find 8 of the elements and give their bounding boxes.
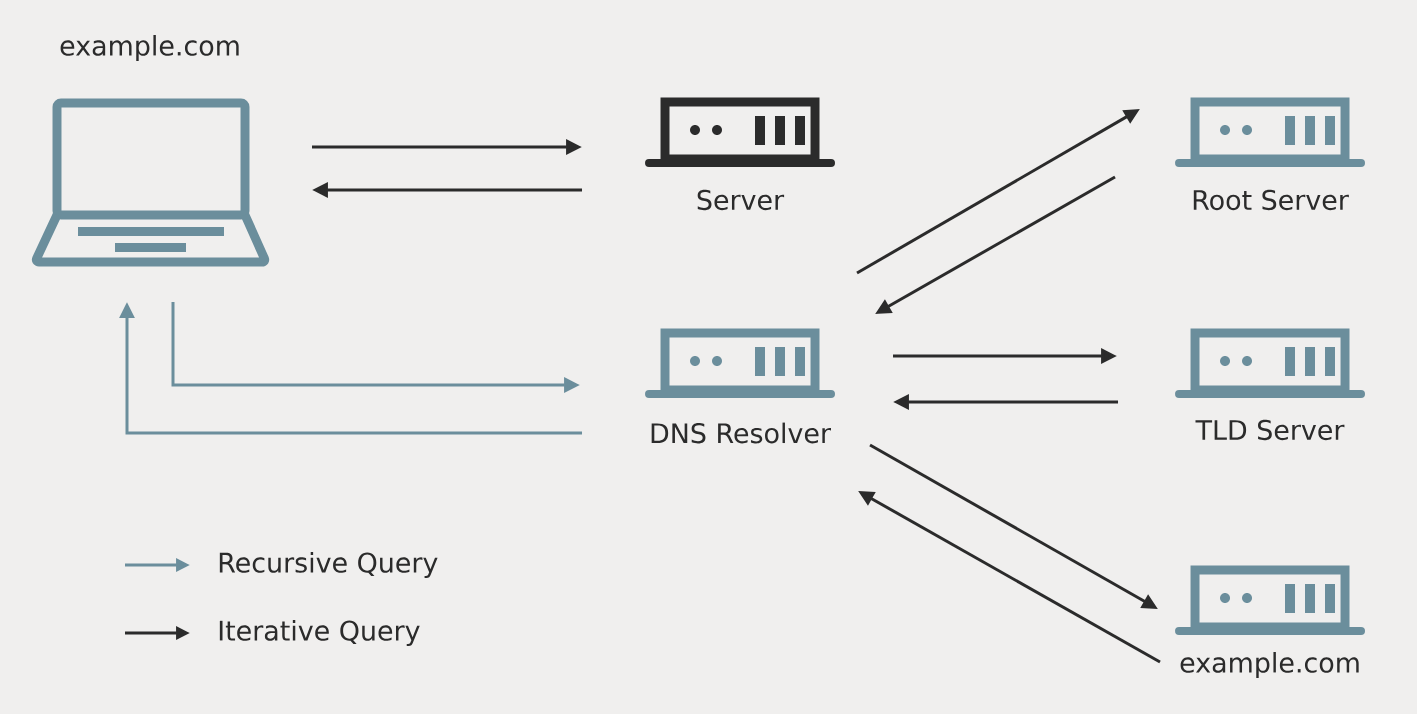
legend-label: Iterative Query — [219, 620, 420, 646]
device-label: Root Server — [1193, 189, 1349, 211]
device-label: Server — [697, 189, 785, 211]
device-label: DNS Resolver — [651, 422, 831, 444]
legend-label: Recursive Query — [219, 552, 438, 578]
device-label: TLD Server — [1195, 419, 1345, 441]
device-label: example.com — [60, 35, 239, 61]
device-label: example.com — [1180, 652, 1359, 678]
